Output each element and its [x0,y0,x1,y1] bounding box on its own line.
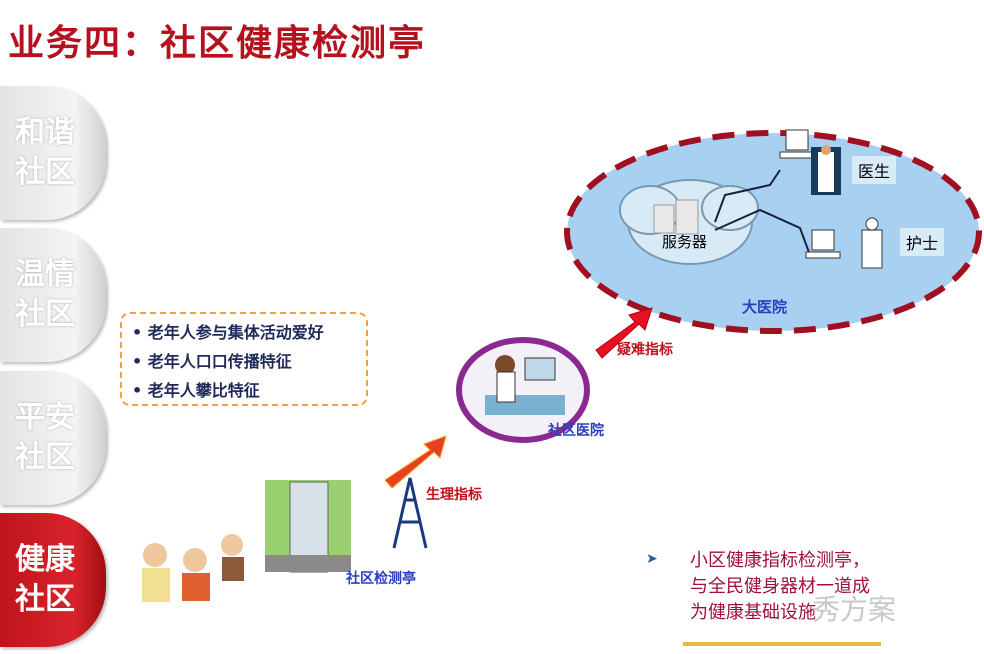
bullet-arrow-icon: ➤ [646,551,658,567]
physio-indicator-label: 生理指标 [426,487,482,503]
note-line: 与全民健身器材一道成 [690,576,870,597]
tab-label: 社区 [15,582,75,617]
arrow-icon [595,307,653,359]
note-line: 小区健康指标检测亭， [690,550,870,571]
bullet-item: • 老年人参与集体活动爱好 [132,323,324,342]
big-hospital-label: 大医院 [742,298,788,316]
tab-label: 和谐 [15,115,75,150]
page-title: 业务四：社区健康检测亭 [8,23,427,64]
summary-note: 小区健康指标检测亭， 与全民健身器材一道成 为健康基础设施 [690,548,870,626]
server-icon [653,199,699,235]
elderly-people-icon [142,534,244,602]
computer-icon [779,129,841,259]
bullet-item: • 老年人攀比特征 [132,381,260,400]
tab-label: 温情 [15,257,75,292]
nurse-icon [861,217,883,269]
doctor-icon [811,145,841,195]
bullet-item: • 老年人口口传播特征 [132,352,292,371]
nurse-label: 护士 [900,228,945,256]
tab-safe-community[interactable]: 平安社区 [0,371,106,505]
community-hospital-icon [456,337,590,443]
note-line: 为健康基础设施 [690,602,816,623]
tab-label: 健康 [15,542,75,577]
difficult-indicator-label: 疑难指标 [617,342,673,358]
community-hospital-label: 社区医院 [548,423,604,439]
tower-icon [392,477,428,549]
divider [683,642,881,646]
tab-warm-community[interactable]: 温情社区 [0,228,106,362]
tab-label: 平安 [15,400,75,435]
watermark: 秀方案 [812,593,897,626]
elderly-traits-box: • 老年人参与集体活动爱好 • 老年人口口传播特征 • 老年人攀比特征 [120,312,368,406]
arrow-icon [384,435,447,489]
tab-label: 社区 [15,440,75,475]
doctor-label: 医生 [852,156,897,184]
tab-harmony-community[interactable]: 和谐社区 [0,86,106,220]
kiosk-label: 社区检测亭 [346,571,416,587]
tab-label: 社区 [15,297,75,332]
tab-health-community[interactable]: 健康社区 [0,513,106,647]
server-label: 服务器 [662,233,708,251]
kiosk-icon [265,480,351,573]
tab-label: 社区 [15,155,75,190]
